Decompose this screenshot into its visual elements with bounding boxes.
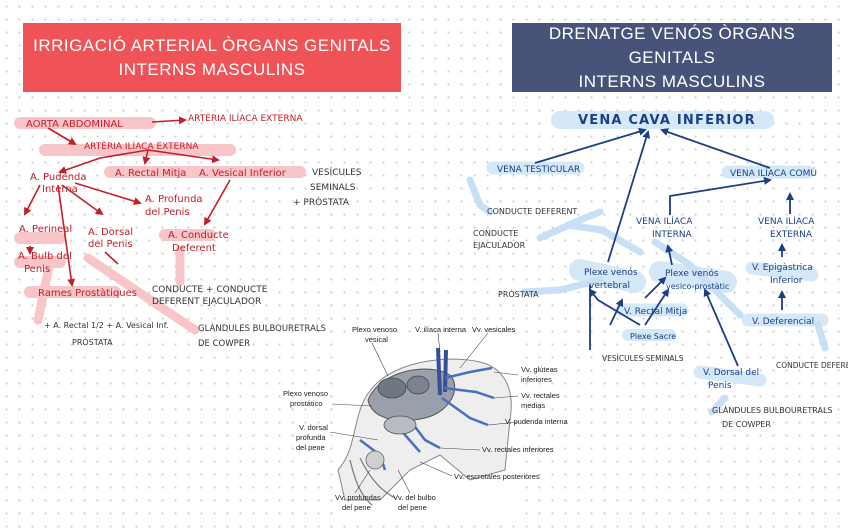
fig-dorsal-profunda-3: del pene xyxy=(296,443,325,452)
fig-rectales-medias-1: Vv. rectales xyxy=(521,391,560,400)
rectal-vesical-note-1: + A. Rectal 1/2 + A. Vesical Inf. xyxy=(44,321,169,330)
a-dorsal-label-1: A. Dorsal xyxy=(88,227,133,238)
fig-plexo-vesical-1: Plexo venoso xyxy=(352,325,397,334)
vesicules-label-1: VESÍCULES xyxy=(312,166,362,178)
v-dorsal-penis-label-2: Penis xyxy=(708,381,732,391)
a-profunda-label-2: del Penis xyxy=(145,207,190,218)
glandules-bulbouretrals-label-2: DE COWPER xyxy=(198,339,250,349)
a-pudenda-label: A. Pudenda xyxy=(30,172,87,183)
rames-prostatiques-label: Rames Prostàtiques xyxy=(38,287,137,299)
fig-gluteas-2: inferiores xyxy=(521,375,552,384)
a-bulb-label-2: Penis xyxy=(24,264,50,275)
a-conducte-label-1: A. Conducte xyxy=(168,230,229,241)
v-epigastrica-label-2: Inferior xyxy=(770,276,803,286)
a-dorsal-label-2: del Penis xyxy=(88,239,133,250)
fig-rectales-inferiores: Vv. rectales inferiores xyxy=(482,445,554,454)
a-pudenda-interna-label: Interna xyxy=(42,184,78,195)
fig-plexo-vesical-2: vesical xyxy=(365,335,388,344)
arteria-iliaca-externa-label: ARTÈRIA ILÍACA EXTERNA xyxy=(188,112,303,124)
venous-highlights xyxy=(493,120,822,380)
glandules-label-2: DE COWPER xyxy=(722,420,771,429)
glandules-label-1: GLÀNDULES BULBOURETRALS xyxy=(712,404,833,415)
plexe-vesico-label-2: vesico-prostàtic xyxy=(666,282,729,291)
plexe-vertebral-label-2: vertebral xyxy=(589,281,630,291)
a-profunda-label-1: A. Profunda xyxy=(145,194,203,205)
conducte-deferent-label: CONDUCTE DEFERENT xyxy=(487,207,577,216)
fig-rectales-medias-2: medias xyxy=(521,401,545,410)
a-vesical-inferior-label: A. Vesical Inferior xyxy=(199,168,287,179)
arteria-iliaca-interna-label: ARTÈRIA ILÍACA EXTERNA xyxy=(84,140,199,152)
fig-iliaca-interna: V. ilíaca interna xyxy=(415,325,467,334)
vena-cava-inferior-label: VENA CAVA INFERIOR xyxy=(578,113,756,128)
conducte-ejaculador-label-1: CONDUCTE xyxy=(473,229,518,238)
v-dorsal-penis-label-1: V. Dorsal del xyxy=(703,368,759,378)
v-deferencial-label: V. Deferencial xyxy=(752,317,814,327)
vena-iliaca-interna-label-2: INTERNA xyxy=(652,230,693,240)
aorta-abdominal-label: AORTA ABDOMINAL xyxy=(26,119,123,130)
fig-plexo-prostatico-1: Plexo venoso xyxy=(283,389,328,398)
conducte-deferent-label-2: CONDUCTE DEFERENT xyxy=(776,361,848,370)
fig-gluteas-1: Vv. glúteas xyxy=(521,365,558,374)
vena-iliaca-interna-label-1: VENA ILÍACA xyxy=(636,215,693,227)
rectal-vesical-note-2: PRÒSTATA xyxy=(72,336,113,347)
glandules-bulbouretrals-label-1: GLÀNDULES BULBOURETRALS xyxy=(198,322,326,334)
fig-plexo-prostatico-2: prostático xyxy=(290,399,323,408)
fig-profundas-pene-2: del pene xyxy=(342,503,371,512)
a-rectal-mitja-label: A. Rectal Mitja xyxy=(115,168,186,179)
a-conducte-label-2: Deferent xyxy=(172,243,216,254)
fig-pudenda-interna: V. pudenda interna xyxy=(505,417,569,426)
fig-bulbo-pene-2: del pene xyxy=(398,503,427,512)
plexe-vesico-label-1: Plexe venós xyxy=(665,268,719,279)
fig-dorsal-profunda-2: profunda xyxy=(296,433,326,442)
conducte-deferent-ejaculador-1: CONDUCTE + CONDUCTE xyxy=(152,285,268,295)
fig-vesicales: Vv. vesicales xyxy=(472,325,515,334)
vesicules-seminals-label: VESÍCULES SEMINALS xyxy=(602,354,684,363)
v-epigastrica-label-1: V. Epigàstrica xyxy=(752,263,813,273)
a-bulb-label-1: A. Bulb del xyxy=(18,251,72,262)
vena-iliaca-externa-label-2: EXTERNA xyxy=(770,230,813,240)
vena-iliaca-externa-label-1: VENA ILÍACA xyxy=(758,215,815,227)
fig-dorsal-profunda-1: V. dorsal xyxy=(299,423,328,432)
v-rectal-mitja-label: V. Rectal Mitja xyxy=(624,307,687,317)
pelvic-veins-illustration: Plexo venoso vesical V. ilíaca interna V… xyxy=(283,325,569,515)
fig-bulbo-pene-1: Vv. del bulbo xyxy=(393,493,436,502)
vena-iliaca-comu-label: VENA ILÍACA COMÚ xyxy=(730,167,817,179)
vesicules-label-3: + PRÒSTATA xyxy=(293,196,350,208)
fig-escrotales-posteriores: Vv. escrotales posteriores xyxy=(454,472,540,481)
plexe-sacre-label: Plexe Sacre xyxy=(630,332,676,341)
vena-testicular-label: VENA TESTICULAR xyxy=(497,165,580,175)
plexe-vertebral-label-1: Plexe venós xyxy=(584,267,638,278)
prostata-label: PRÒSTATA xyxy=(498,288,539,299)
fig-profundas-pene-1: Vv. profundas xyxy=(335,493,381,502)
conducte-ejaculador-label-2: EJACULADOR xyxy=(473,241,526,250)
a-perineal-label: A. Perineal xyxy=(19,224,72,235)
vesicules-label-2: SEMINALS xyxy=(310,183,356,193)
conducte-deferent-ejaculador-2: DEFERENT EJACULADOR xyxy=(152,297,261,307)
